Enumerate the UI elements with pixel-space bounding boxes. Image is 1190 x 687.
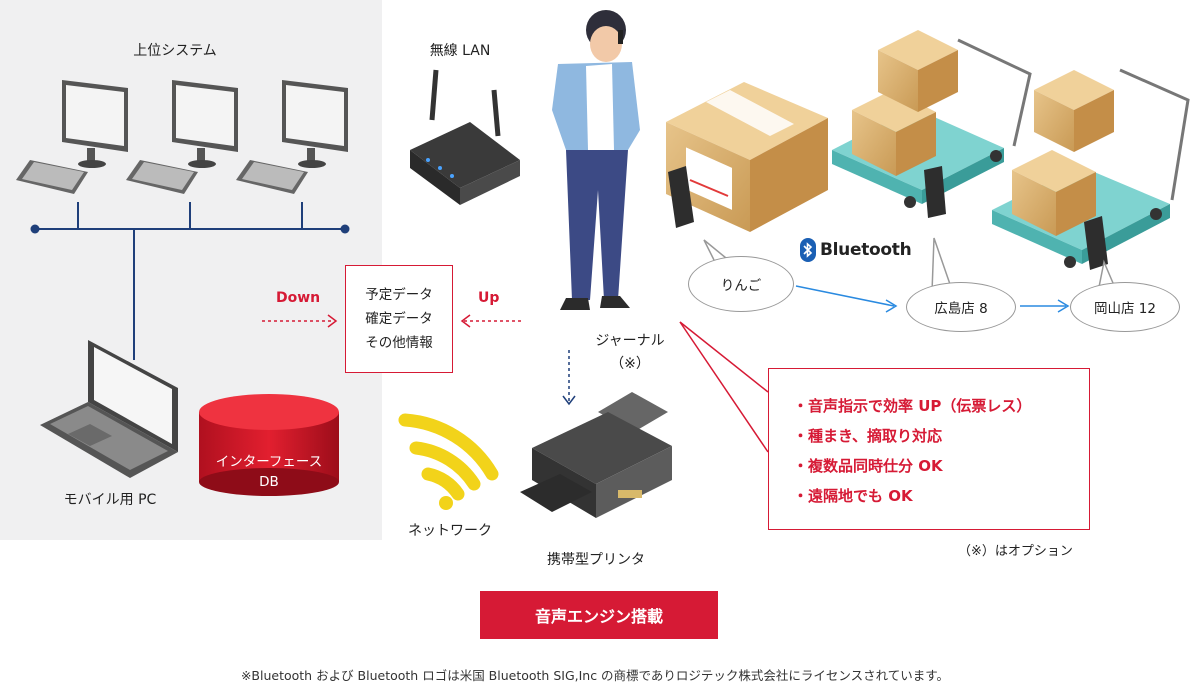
wifi-icon (398, 413, 499, 510)
bluetooth-icon (800, 238, 816, 262)
db-line-2: DB (259, 474, 279, 490)
interface-db-label: インターフェース DB (199, 452, 339, 492)
mobile-printer (520, 392, 672, 518)
up-label: Up (478, 290, 500, 306)
bubble-okayama: 岡山店 12 (1070, 282, 1180, 332)
feature-item: 複数品同時仕分 OK (793, 451, 1089, 481)
data-item-other: その他情報 (365, 335, 433, 351)
bubble-arrows (795, 285, 1070, 313)
feature-list-box: 音声指示で効率 UP（伝票レス） 種まき、摘取り対応 複数品同時仕分 OK 遠隔… (768, 368, 1090, 530)
desktop-pc-1 (16, 80, 128, 194)
desktop-pc-3 (236, 80, 348, 194)
cart-2 (992, 68, 1190, 270)
data-item-confirmed: 確定データ (365, 311, 433, 327)
down-label: Down (276, 290, 321, 306)
wireless-router (410, 69, 520, 205)
cart-1 (832, 30, 1032, 218)
printer-arrow (562, 350, 576, 406)
feature-item: 遠隔地でも OK (793, 481, 1089, 511)
data-item-planned: 予定データ (365, 287, 433, 303)
journal-label: ジャーナル (595, 333, 665, 349)
laptop (40, 340, 178, 478)
down-arrow (262, 314, 338, 328)
cardboard-box-scan (666, 82, 828, 232)
wireless-lan-label: 無線 LAN (429, 43, 491, 59)
journal-note: （※） (610, 356, 650, 372)
db-line-1: インターフェース (215, 454, 323, 470)
mobile-pc-label: モバイル用 PC (63, 492, 157, 508)
interface-db (199, 394, 339, 496)
desktop-pc-2 (126, 80, 238, 194)
up-arrow (460, 314, 522, 328)
trademark-footnote: ※Bluetooth および Bluetooth ロゴは米国 Bluetooth… (240, 668, 950, 683)
data-box: 予定データ 確定データ その他情報 (345, 265, 453, 373)
worker-person (552, 10, 640, 310)
network-bus (30, 202, 350, 360)
option-note: （※）はオプション (958, 544, 1073, 559)
feature-item: 種まき、摘取り対応 (793, 421, 1089, 451)
bluetooth-wordmark: Bluetooth (820, 240, 912, 260)
bubble-apple: りんご (688, 256, 794, 312)
bubble-hiroshima: 広島店 8 (906, 282, 1016, 332)
upper-system-label: 上位システム (133, 43, 217, 59)
feature-item: 音声指示で効率 UP（伝票レス） (793, 391, 1089, 421)
bluetooth-logo: Bluetooth (800, 238, 912, 262)
feature-callout (679, 321, 769, 453)
voice-engine-button[interactable]: 音声エンジン搭載 (480, 591, 718, 639)
printer-label: 携帯型プリンタ (547, 552, 645, 568)
network-label: ネットワーク (408, 523, 492, 539)
